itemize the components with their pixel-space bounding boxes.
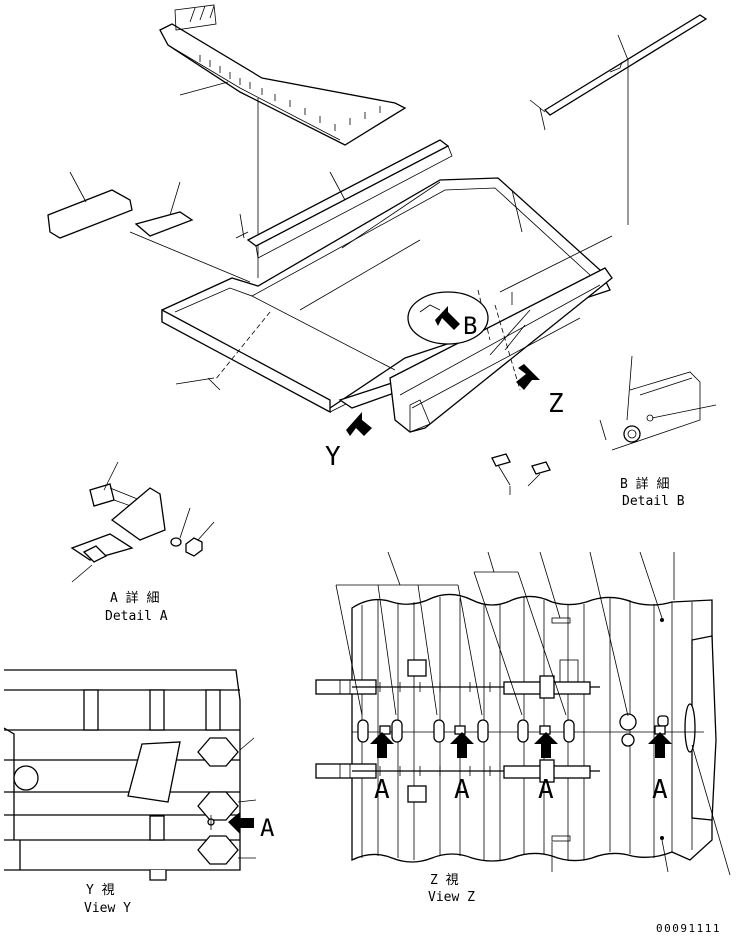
callout-z: Z <box>548 389 564 419</box>
arrow-z-icon <box>516 364 540 390</box>
arrow-a-icon <box>228 812 254 834</box>
view-z-title-jp: Z 視 <box>430 873 459 888</box>
arrow-b-icon <box>435 306 460 330</box>
detail-a-title-jp: A 詳 細 <box>110 590 159 606</box>
view-z-title-en: View Z <box>428 890 475 905</box>
view-y-title-jp: Y 視 <box>86 883 115 898</box>
detail-b: B 詳 細 Detail B <box>599 355 717 509</box>
marker-a-3: A <box>538 775 554 805</box>
arrow-a-icon-3 <box>534 732 558 758</box>
arrow-a-icon-2 <box>450 732 474 758</box>
marker-a-2: A <box>454 775 470 805</box>
arrow-a-icon-1 <box>370 732 394 758</box>
callout-y: Y <box>325 442 341 472</box>
marker-a-4: A <box>652 775 668 805</box>
ramp-plate <box>127 741 181 803</box>
view-y: A Y 視 View Y <box>3 669 275 916</box>
upper-frame <box>159 23 407 146</box>
marker-a-1: A <box>374 775 390 805</box>
arrow-a-icon-4 <box>648 732 672 758</box>
drawing-number: 00091111 <box>656 922 721 935</box>
floor-panel <box>161 177 611 409</box>
callout-a: A <box>260 814 275 842</box>
detail-b-title-en: Detail B <box>622 494 685 509</box>
view-y-title-en: View Y <box>84 901 131 916</box>
detail-b-title-jp: B 詳 細 <box>620 476 669 492</box>
detail-a: A 詳 細 Detail A <box>70 461 215 624</box>
exploded-assembly: B Y Z <box>47 4 708 495</box>
callout-b: B <box>463 312 477 340</box>
arrow-y-icon <box>346 412 372 436</box>
detail-a-title-en: Detail A <box>105 609 168 624</box>
left-plate <box>47 189 133 239</box>
view-z: A A A A Z 視 View Z <box>315 551 731 905</box>
